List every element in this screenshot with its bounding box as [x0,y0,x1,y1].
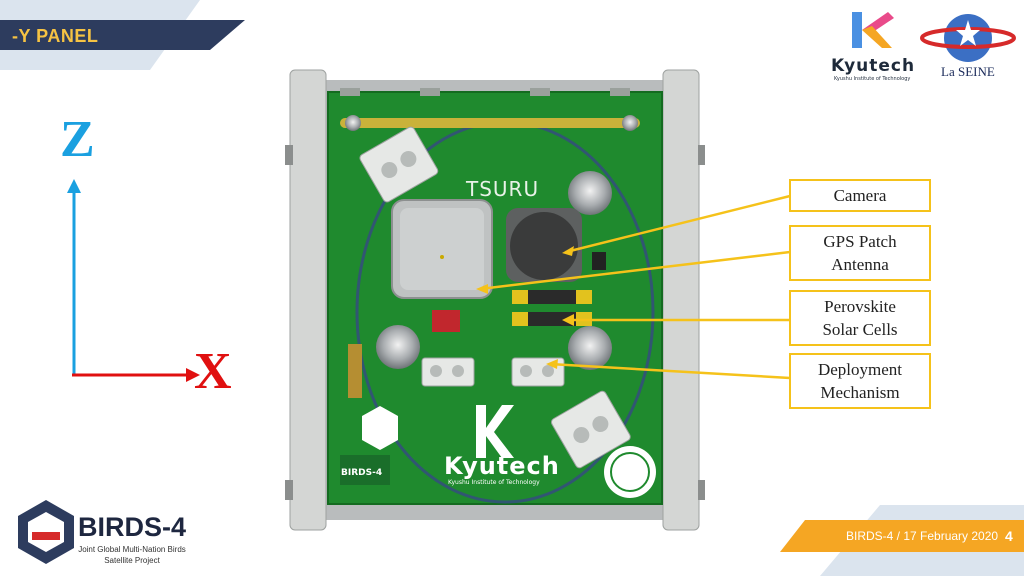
laseine-logo-icon [920,14,1016,62]
z-axis-label: Z [60,111,95,168]
project-subtitle: Joint Global Multi-Nation Birds Satellit… [72,544,192,566]
board-brand-label: Kyutech [444,452,560,480]
callout-deployment-line2: Mechanism [820,383,900,402]
birds4-logo-icon [18,500,74,564]
board-brand-sub-label: Kyushu Institute of Technology [448,479,540,486]
project-subtitle-line2: Satellite Project [104,556,160,565]
board-name-label: TSURU [466,177,540,201]
callout-deployment-line1: Deployment [817,360,903,379]
kyutech-logo-text: Kyutech [831,56,916,76]
board-badge-label: BIRDS-4 [341,468,383,478]
callout-gps-antenna: GPS Patch Antenna [789,225,931,281]
kyutech-logo-icon [852,12,894,48]
satellite-panel [285,69,705,531]
callout-gps-line2: Antenna [831,255,889,274]
kyutech-logo-subtext: Kyushu Institute of Technology [834,76,911,82]
page-title: -Y PANEL [12,26,99,46]
callout-gps-line1: GPS Patch [823,232,897,251]
callout-camera: Camera [789,179,931,212]
callout-perovskite-line1: Perovskite [824,297,896,316]
page-number: 4 [1005,528,1013,544]
callout-camera-text: Camera [833,186,887,205]
project-title: BIRDS-4 [78,512,187,542]
project-subtitle-line1: Joint Global Multi-Nation Birds [78,545,186,554]
header-band [0,0,245,70]
callout-perovskite: Perovskite Solar Cells [789,290,931,346]
footer-text: BIRDS-4 / 17 February 2020 [846,529,999,543]
laseine-logo-text: La SEINE [941,64,995,79]
axis-arrows [67,179,200,382]
x-axis-label: X [194,343,232,400]
callout-deployment: Deployment Mechanism [789,353,931,409]
callout-perovskite-line2: Solar Cells [822,320,898,339]
